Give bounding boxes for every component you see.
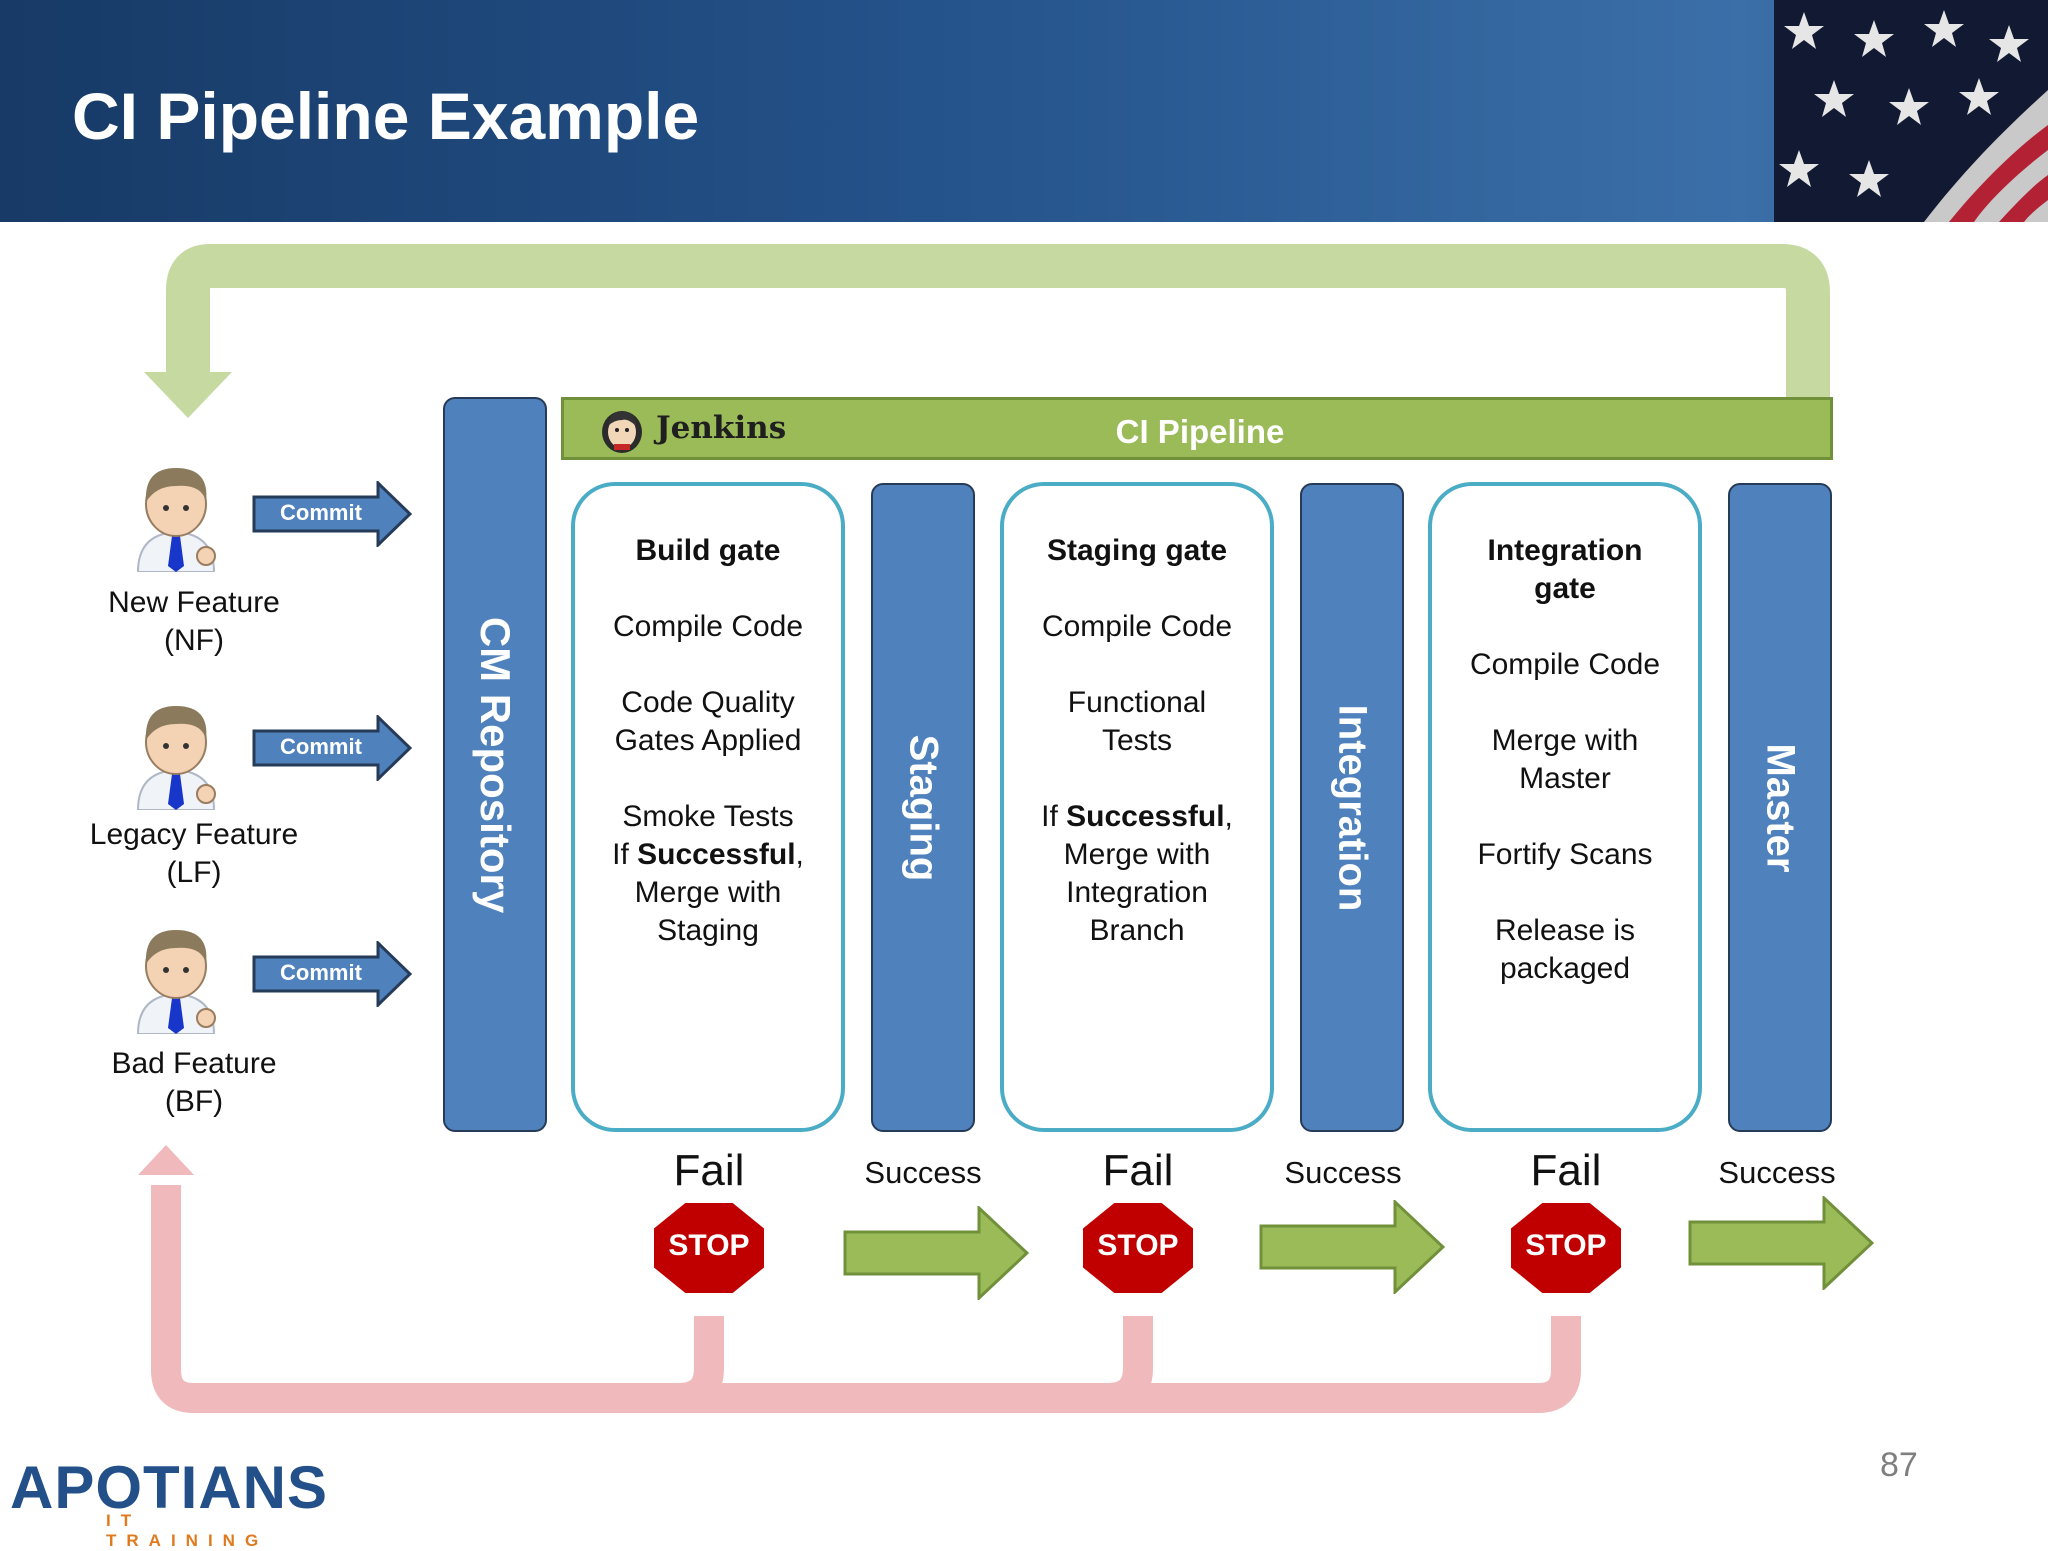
developer-icon — [136, 930, 216, 1034]
ci-pipeline-label: CI Pipeline — [1115, 413, 1285, 450]
gate-step: Smoke Tests — [622, 800, 794, 833]
stop-label: STOP — [1525, 1229, 1607, 1262]
gate-step: Compile Code — [612, 610, 804, 643]
developer-label-bf: Bad Feature (BF) — [74, 1045, 314, 1121]
stop-label: STOP — [668, 1229, 750, 1262]
gate-step-condition: If Successful, — [1041, 800, 1233, 833]
gate-step: Merge with — [1491, 724, 1639, 757]
cm-repository-label: CM Repository — [472, 616, 519, 913]
integration-branch-bar: Integration — [1300, 483, 1404, 1132]
commit-arrow-bf: Commit — [252, 939, 413, 1009]
apotians-logo: APOTIANS IT TRAINING — [10, 1453, 327, 1550]
gate-step: Release is — [1494, 914, 1636, 947]
feature-abbreviation: (BF) — [164, 1085, 224, 1118]
developer-icon — [136, 706, 216, 810]
success-label: Success — [1284, 1155, 1402, 1190]
success-loop-back-arrowhead — [144, 372, 232, 418]
developer-icon — [136, 468, 216, 572]
stop-sign-icon: STOP — [1508, 1200, 1624, 1296]
feature-name: New Feature — [108, 586, 280, 619]
stop-sign-icon: STOP — [1080, 1200, 1196, 1296]
gate-step: Staging — [657, 914, 759, 947]
commit-arrow-nf: Commit — [252, 479, 413, 549]
success-loop-back-arrow — [166, 244, 1830, 397]
commit-label: Commit — [280, 734, 362, 759]
title-banner: CI Pipeline Example — [0, 0, 2048, 222]
feature-name: Legacy Feature — [89, 818, 299, 851]
gate-step: Tests — [1101, 724, 1173, 757]
flag-image — [1774, 0, 2048, 222]
ci-pipeline-bar: Jenkins CI Pipeline — [561, 397, 1833, 460]
integration-branch-label: Integration — [1330, 704, 1375, 911]
gate-step: Merge with — [1063, 838, 1211, 871]
feature-abbreviation: (NF) — [164, 624, 224, 657]
gate-step: Functional — [1067, 686, 1207, 719]
developer-label-nf: New Feature (NF) — [74, 584, 314, 660]
gate-step: Branch — [1089, 914, 1185, 947]
gate-title: gate — [1534, 572, 1596, 605]
fail-loop-back-arrow — [151, 1185, 1581, 1413]
feature-name: Bad Feature — [111, 1047, 277, 1080]
success-arrow-to-staging-gate — [843, 1206, 1029, 1300]
gate-step: Compile Code — [1469, 648, 1661, 681]
developer-label-lf: Legacy Feature (LF) — [74, 816, 314, 892]
fail-loop-back-arrowhead — [138, 1145, 194, 1175]
fail-label: Fail — [1530, 1146, 1602, 1195]
fail-label: Fail — [1102, 1146, 1174, 1195]
jenkins-wordmark: Jenkins — [656, 410, 787, 446]
gate-step: Integration — [1066, 876, 1208, 909]
commit-arrow-lf: Commit — [252, 713, 413, 783]
success-label: Success — [864, 1155, 982, 1190]
master-branch-label: Master — [1758, 743, 1803, 872]
gate-step: Merge with — [634, 876, 782, 909]
logo-wordmark: APOTIANS — [10, 1454, 329, 1521]
page-title: CI Pipeline Example — [72, 79, 700, 153]
master-branch-bar: Master — [1728, 483, 1832, 1132]
gate-step-condition: If Successful, — [612, 838, 804, 871]
gate-title: Staging gate — [1046, 534, 1227, 567]
success-arrow-to-integration-gate — [1259, 1200, 1445, 1294]
gate-step: packaged — [1499, 952, 1631, 985]
gate-step: Master — [1519, 762, 1611, 795]
stop-sign-icon: STOP — [651, 1200, 767, 1296]
gate-step: Fortify Scans — [1477, 838, 1653, 871]
commit-label: Commit — [280, 500, 362, 525]
staging-branch-bar: Staging — [871, 483, 975, 1132]
feature-abbreviation: (LF) — [166, 856, 222, 889]
fail-label: Fail — [673, 1146, 745, 1195]
gate-step: Gates Applied — [614, 724, 802, 757]
gate-step: Compile Code — [1041, 610, 1233, 643]
cm-repository-bar: CM Repository — [443, 397, 547, 1132]
logo-tagline: IT TRAINING — [106, 1511, 269, 1550]
staging-branch-label: Staging — [901, 734, 946, 881]
success-arrow-to-release — [1688, 1196, 1874, 1290]
jenkins-icon — [602, 411, 642, 453]
gate-step: Code Quality — [621, 686, 795, 719]
page-number: 87 — [1880, 1446, 1918, 1484]
gate-title: Integration — [1487, 534, 1643, 567]
success-label: Success — [1718, 1155, 1836, 1190]
gate-title: Build gate — [635, 534, 781, 567]
commit-label: Commit — [280, 960, 362, 985]
stop-label: STOP — [1097, 1229, 1179, 1262]
